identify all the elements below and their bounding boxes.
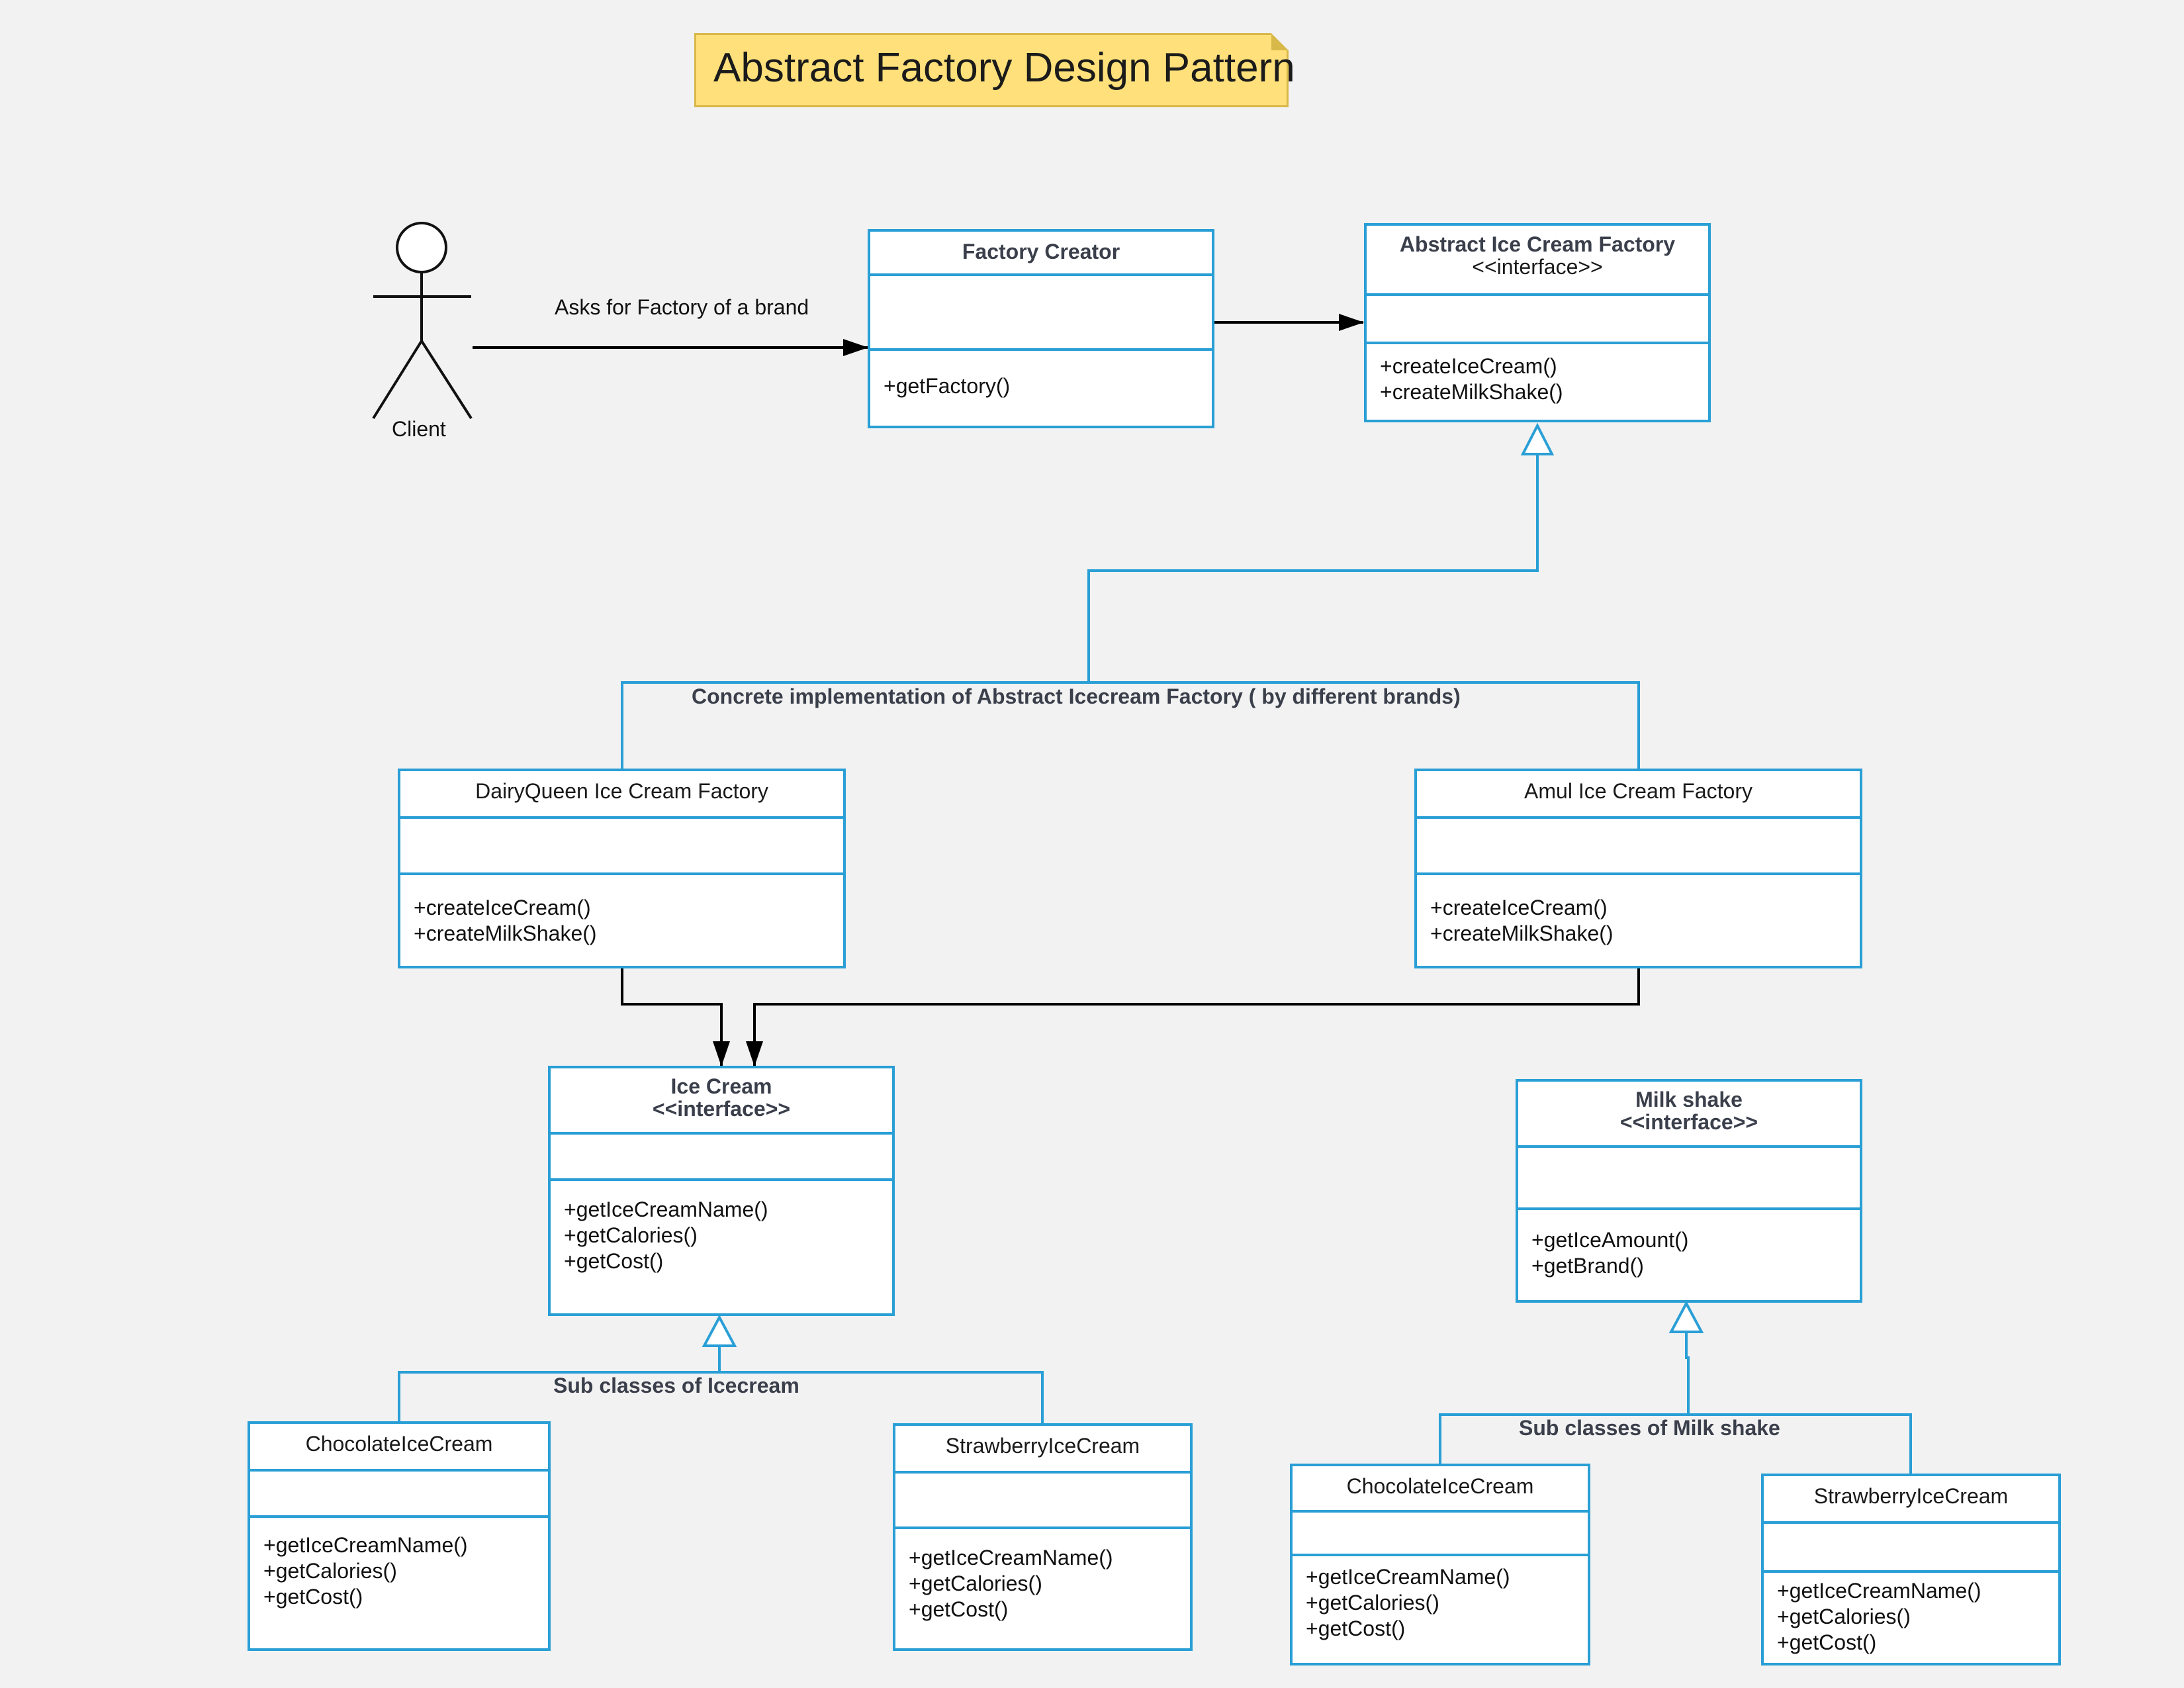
class-name: StrawberryIceCream — [945, 1434, 1140, 1458]
methods-compartment: +getIceCreamName() +getCalories() +getCo… — [250, 1518, 548, 1648]
icecream-subclass-connector — [398, 1314, 1044, 1423]
method-item: +getCalories() — [263, 1559, 397, 1583]
method-item: +getCalories() — [564, 1223, 698, 1247]
method-item: +createMilkShake() — [414, 921, 597, 945]
attributes-compartment — [870, 276, 1212, 351]
attributes-compartment — [1293, 1513, 1588, 1556]
method-item: +createIceCream() — [1430, 896, 1608, 919]
attributes-compartment — [250, 1472, 548, 1518]
attributes-compartment — [1764, 1524, 2058, 1573]
client-actor-icon — [372, 222, 473, 420]
method-item: +createIceCream() — [1380, 354, 1557, 378]
class-strawberry-milkshake[interactable]: StrawberryIceCream +getIceCreamName() +g… — [1761, 1474, 2061, 1665]
class-header: StrawberryIceCream — [1764, 1476, 2058, 1524]
milkshake-subclasses-label: Sub classes of Milk shake — [1519, 1416, 1780, 1440]
method-item: +createMilkShake() — [1430, 921, 1614, 945]
class-header: ChocolateIceCream — [1293, 1466, 1588, 1513]
methods-compartment: +getIceCreamName() +getCalories() +getCo… — [1293, 1556, 1588, 1663]
class-header: Ice Cream <<interface>> — [551, 1068, 892, 1135]
method-item: +getIceCreamName() — [909, 1546, 1113, 1570]
class-name: Abstract Ice Cream Factory — [1399, 232, 1676, 256]
class-stereotype: <<interface>> — [652, 1097, 791, 1121]
method-item: +getCalories() — [1306, 1591, 1439, 1615]
method-item: +getIceCreamName() — [564, 1197, 768, 1221]
class-name: DairyQueen Ice Cream Factory — [475, 779, 768, 803]
class-name: Amul Ice Cream Factory — [1524, 779, 1752, 803]
method-item: +getBrand() — [1531, 1254, 1644, 1278]
attributes-compartment — [895, 1474, 1190, 1529]
class-chocolate-icecream[interactable]: ChocolateIceCream +getIceCreamName() +ge… — [248, 1421, 551, 1651]
concrete-group-label: Concrete implementation of Abstract Icec… — [692, 684, 1461, 708]
methods-compartment: +getIceCreamName() +getCalories() +getCo… — [551, 1181, 892, 1313]
attributes-compartment — [1417, 819, 1860, 875]
class-stereotype: <<interface>> — [1619, 1110, 1758, 1134]
attributes-compartment — [551, 1135, 892, 1181]
client-to-creator-label: Asks for Factory of a brand — [555, 295, 809, 319]
class-header: Factory Creator — [870, 232, 1212, 276]
diagram-title: Abstract Factory Design Pattern — [713, 45, 1295, 91]
method-item: +getCost() — [564, 1249, 664, 1273]
class-name: Ice Cream — [670, 1074, 772, 1098]
class-chocolate-milkshake[interactable]: ChocolateIceCream +getIceCreamName() +ge… — [1290, 1464, 1590, 1665]
class-milk-shake-interface[interactable]: Milk shake <<interface>> +getIceAmount()… — [1516, 1079, 1862, 1303]
client-label: Client — [392, 417, 446, 441]
class-header: Abstract Ice Cream Factory <<interface>> — [1367, 226, 1708, 296]
method-item: +getIceCreamName() — [1306, 1565, 1510, 1589]
method-item: +getCost() — [909, 1597, 1009, 1621]
class-header: Milk shake <<interface>> — [1518, 1082, 1860, 1148]
class-header: Amul Ice Cream Factory — [1417, 771, 1860, 819]
method-item: +createMilkShake() — [1380, 380, 1563, 404]
factory-realization-connector — [621, 422, 1640, 770]
attributes-compartment — [400, 819, 843, 875]
factory-to-icecream-arrows — [621, 968, 1640, 1066]
icecream-subclasses-label: Sub classes of Icecream — [553, 1374, 799, 1397]
method-item: +getIceCreamName() — [1777, 1579, 1981, 1603]
title-note: Abstract Factory Design Pattern — [694, 33, 1295, 107]
methods-compartment: +getIceCreamName() +getCalories() +getCo… — [1764, 1573, 2058, 1663]
class-ice-cream-interface[interactable]: Ice Cream <<interface>> +getIceCreamName… — [548, 1066, 895, 1316]
class-header: StrawberryIceCream — [895, 1426, 1190, 1474]
method-item: +getCalories() — [1777, 1605, 1911, 1628]
methods-compartment: +getIceCreamName() +getCalories() +getCo… — [895, 1529, 1190, 1648]
methods-compartment: +getIceAmount() +getBrand() — [1518, 1210, 1860, 1300]
method-item: +getCalories() — [909, 1571, 1042, 1595]
attributes-compartment — [1518, 1148, 1860, 1210]
method-item: +getFactory() — [884, 374, 1011, 398]
class-stereotype: <<interface>> — [1472, 255, 1603, 279]
class-amul-factory[interactable]: Amul Ice Cream Factory +createIceCream()… — [1414, 769, 1862, 968]
class-name: Factory Creator — [962, 240, 1120, 263]
class-header: ChocolateIceCream — [250, 1424, 548, 1472]
method-item: +getCost() — [263, 1585, 363, 1609]
class-factory-creator[interactable]: Factory Creator +getFactory() — [868, 229, 1214, 428]
method-item: +getIceCreamName() — [263, 1533, 468, 1557]
method-item: +getCost() — [1777, 1630, 1877, 1654]
milkshake-subclass-connector — [1439, 1300, 1912, 1475]
methods-compartment: +createIceCream() +createMilkShake() — [1417, 875, 1860, 966]
method-item: +getCost() — [1306, 1617, 1406, 1640]
class-name: ChocolateIceCream — [1346, 1474, 1534, 1498]
class-name: StrawberryIceCream — [1813, 1484, 2009, 1508]
methods-compartment: +createIceCream() +createMilkShake() — [400, 875, 843, 966]
method-item: +createIceCream() — [414, 896, 591, 919]
class-dairyqueen-factory[interactable]: DairyQueen Ice Cream Factory +createIceC… — [398, 769, 846, 968]
methods-compartment: +getFactory() — [870, 351, 1212, 426]
class-strawberry-icecream[interactable]: StrawberryIceCream +getIceCreamName() +g… — [893, 1423, 1193, 1651]
methods-compartment: +createIceCream() +createMilkShake() — [1367, 344, 1708, 420]
class-name: Milk shake — [1635, 1088, 1743, 1111]
class-name: ChocolateIceCream — [305, 1432, 493, 1456]
method-item: +getIceAmount() — [1531, 1228, 1689, 1252]
attributes-compartment — [1367, 296, 1708, 344]
class-abstract-ice-cream-factory[interactable]: Abstract Ice Cream Factory <<interface>>… — [1364, 223, 1711, 422]
note-fold-icon — [1271, 33, 1289, 50]
class-header: DairyQueen Ice Cream Factory — [400, 771, 843, 819]
